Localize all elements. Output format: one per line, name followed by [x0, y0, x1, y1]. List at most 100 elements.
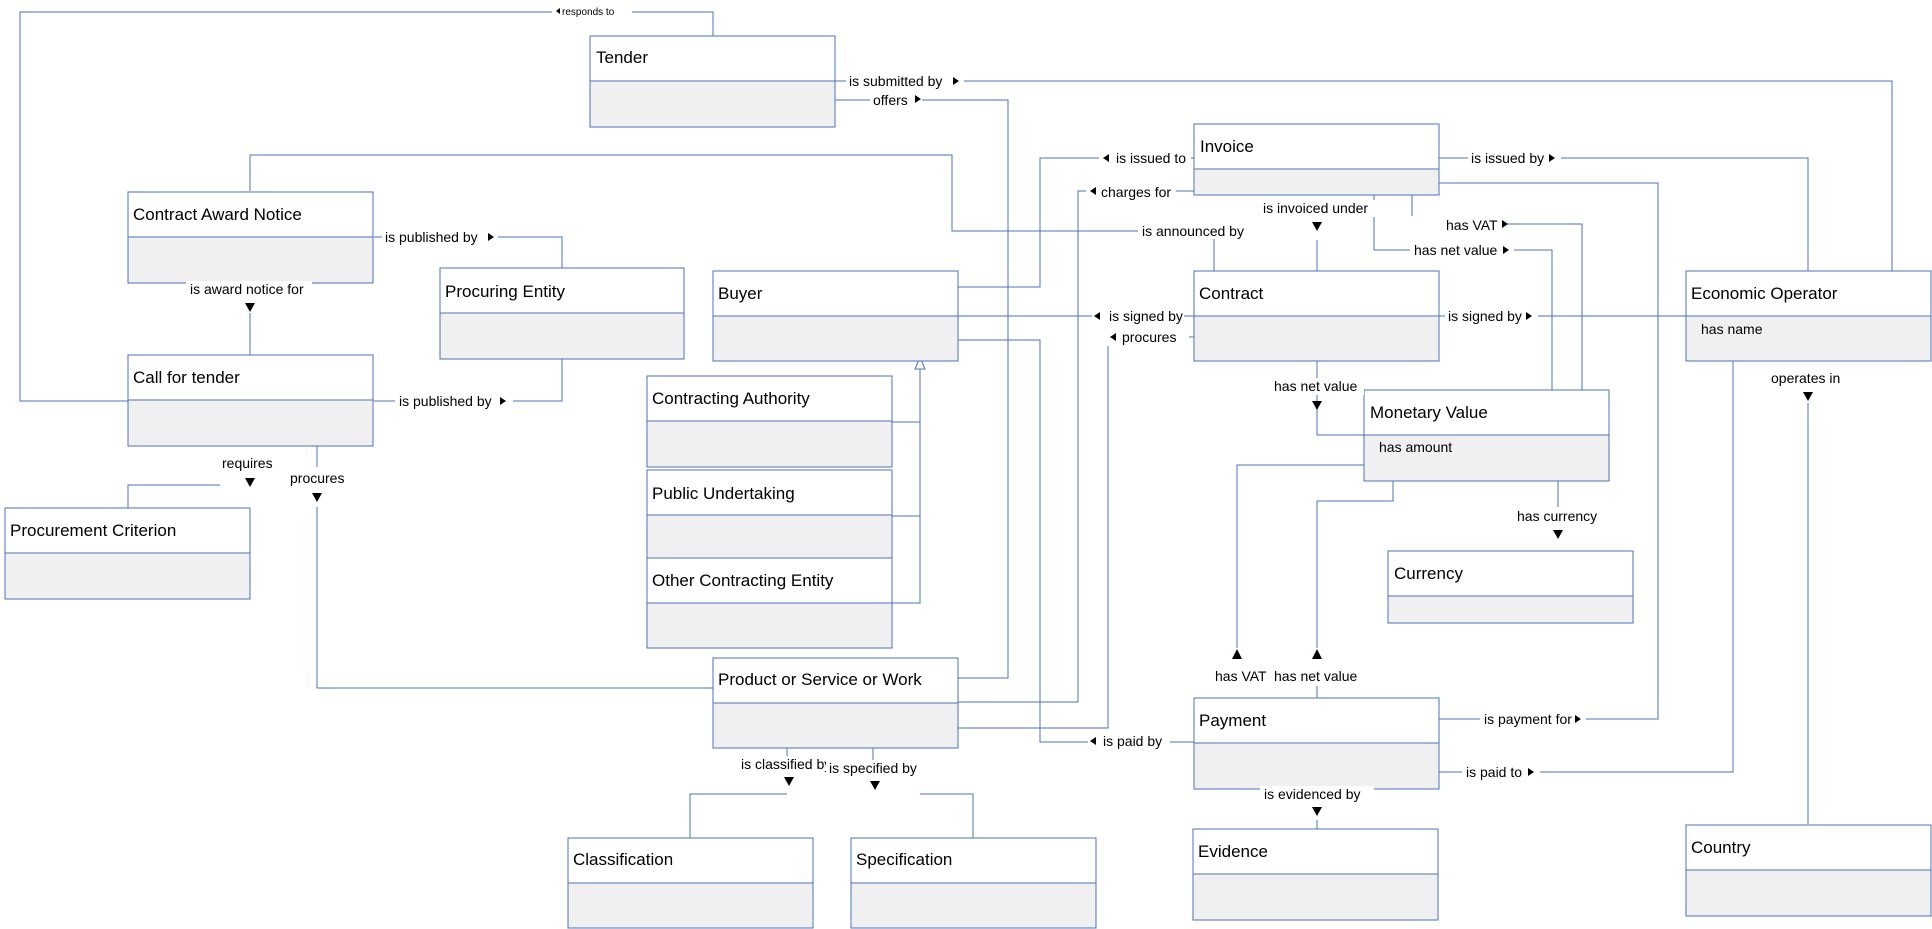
class-procurement-criterion[interactable]: Procurement Criterion: [4, 507, 251, 600]
arrow-left-icon: [1110, 333, 1116, 341]
class-specification[interactable]: Specification: [850, 837, 1097, 929]
class-monetary-value[interactable]: Monetary Value has amount: [1363, 389, 1610, 482]
relation-label: is published by: [399, 393, 492, 409]
connector-is-specified-by: [920, 793, 974, 838]
class-name: Currency: [1394, 564, 1463, 583]
relation-label: is paid by: [1103, 733, 1162, 749]
arrow-right-icon: [1575, 715, 1581, 723]
arrow-down-icon: [870, 781, 880, 790]
relation-label: has net value: [1274, 378, 1357, 394]
arrow-down-icon: [784, 777, 794, 786]
attribute-has-amount: has amount: [1379, 439, 1452, 455]
relation-label: requires: [222, 455, 273, 471]
class-invoice[interactable]: Invoice: [1193, 123, 1440, 196]
arrow-right-icon: [1502, 220, 1508, 228]
relation-label: is issued by: [1471, 150, 1544, 166]
class-name: Public Undertaking: [652, 484, 795, 503]
arrow-up-icon: [1312, 649, 1322, 659]
connector-charges-for: [958, 190, 1194, 703]
class-buyer[interactable]: Buyer: [712, 270, 959, 362]
class-contract[interactable]: Contract: [1193, 270, 1440, 362]
arrow-left-icon: [1090, 187, 1096, 195]
relation-label: has currency: [1517, 508, 1597, 524]
class-economic-operator[interactable]: Economic Operator has name: [1685, 270, 1932, 362]
relation-label: is announced by: [1142, 223, 1244, 239]
generalization-arrow-icon: [914, 355, 926, 370]
class-name: Other Contracting Entity: [652, 571, 834, 590]
class-classification[interactable]: Classification: [567, 837, 814, 929]
class-payment[interactable]: Payment: [1193, 697, 1440, 790]
connector-contract-has-net-value: [1316, 361, 1364, 436]
class-public-undertaking[interactable]: Public Undertaking: [646, 469, 893, 561]
connector-cft-procures-2: [316, 507, 713, 689]
relation-label: is paid to: [1466, 764, 1522, 780]
class-name: Invoice: [1200, 137, 1254, 156]
arrow-right-icon: [1503, 246, 1509, 254]
relation-label: has VAT: [1446, 217, 1498, 233]
class-name: Contracting Authority: [652, 389, 810, 408]
class-country[interactable]: Country: [1685, 824, 1932, 917]
class-name: Payment: [1199, 711, 1266, 730]
connector-contract-procures: [958, 336, 1194, 729]
relation-label: has VAT: [1215, 668, 1267, 684]
class-name: Contract Award Notice: [133, 205, 302, 224]
arrow-down-icon: [1803, 392, 1813, 401]
class-name: Procurement Criterion: [10, 521, 176, 540]
class-evidence[interactable]: Evidence: [1192, 828, 1439, 921]
connector-generalization: [892, 421, 921, 604]
arrow-right-icon: [1528, 768, 1534, 776]
attribute-has-name: has name: [1701, 321, 1763, 337]
relation-label: has net value: [1274, 668, 1357, 684]
arrow-down-icon: [312, 493, 322, 502]
arrow-left-icon: [556, 8, 560, 14]
arrow-right-icon: [488, 233, 494, 241]
relation-label: charges for: [1101, 184, 1171, 200]
class-name: Economic Operator: [1691, 284, 1838, 303]
arrow-right-icon: [1526, 312, 1532, 320]
connector-responds-to: [19, 11, 714, 402]
connector-requires: [127, 484, 220, 508]
relation-label: has net value: [1414, 242, 1497, 258]
relation-label: is published by: [385, 229, 478, 245]
relation-label: is award notice for: [190, 281, 304, 297]
class-name: Product or Service or Work: [718, 670, 922, 689]
arrow-down-icon: [245, 478, 255, 487]
connector-has-vat-bottom: [1236, 464, 1364, 648]
connector-is-announced-by: [249, 154, 1215, 271]
relation-label: operates in: [1771, 370, 1840, 386]
arrow-down-icon: [1312, 807, 1322, 816]
arrow-left-icon: [1094, 312, 1100, 320]
arrow-left-icon: [1103, 154, 1109, 162]
class-name: Monetary Value: [1370, 403, 1488, 422]
arrow-up-icon: [1232, 649, 1242, 659]
relation-label: is evidenced by: [1264, 786, 1361, 802]
relation-label: is submitted by: [849, 73, 942, 89]
class-name: Evidence: [1198, 842, 1268, 861]
relation-label: is signed by: [1448, 308, 1522, 324]
relation-label: procures: [290, 470, 344, 486]
relation-label: procures: [1122, 329, 1176, 345]
arrow-right-icon: [953, 77, 959, 85]
class-call-for-tender[interactable]: Call for tender: [127, 354, 374, 447]
relation-label: is invoiced under: [1263, 200, 1368, 216]
relation-label: is issued to: [1116, 150, 1186, 166]
class-contract-award-notice[interactable]: Contract Award Notice: [127, 191, 374, 284]
connector-is-classified-by: [689, 793, 787, 838]
relation-label: responds to: [562, 7, 615, 18]
class-procuring-entity[interactable]: Procuring Entity: [439, 267, 685, 360]
class-product-service-work[interactable]: Product or Service or Work: [712, 657, 959, 749]
relation-label: is classified by: [741, 756, 831, 772]
arrow-down-icon: [1553, 530, 1563, 539]
arrow-down-icon: [245, 303, 255, 312]
class-name: Country: [1691, 838, 1751, 857]
class-other-contracting-entity[interactable]: Other Contracting Entity: [646, 557, 893, 649]
connector-has-net-value-bottom: [1316, 481, 1394, 648]
class-contracting-authority[interactable]: Contracting Authority: [646, 375, 893, 468]
class-currency[interactable]: Currency: [1387, 550, 1634, 624]
class-tender[interactable]: Tender: [589, 35, 836, 128]
class-name: Specification: [856, 850, 952, 869]
class-name: Classification: [573, 850, 673, 869]
arrow-right-icon: [1549, 154, 1555, 162]
relation-label: is specified by: [829, 760, 917, 776]
